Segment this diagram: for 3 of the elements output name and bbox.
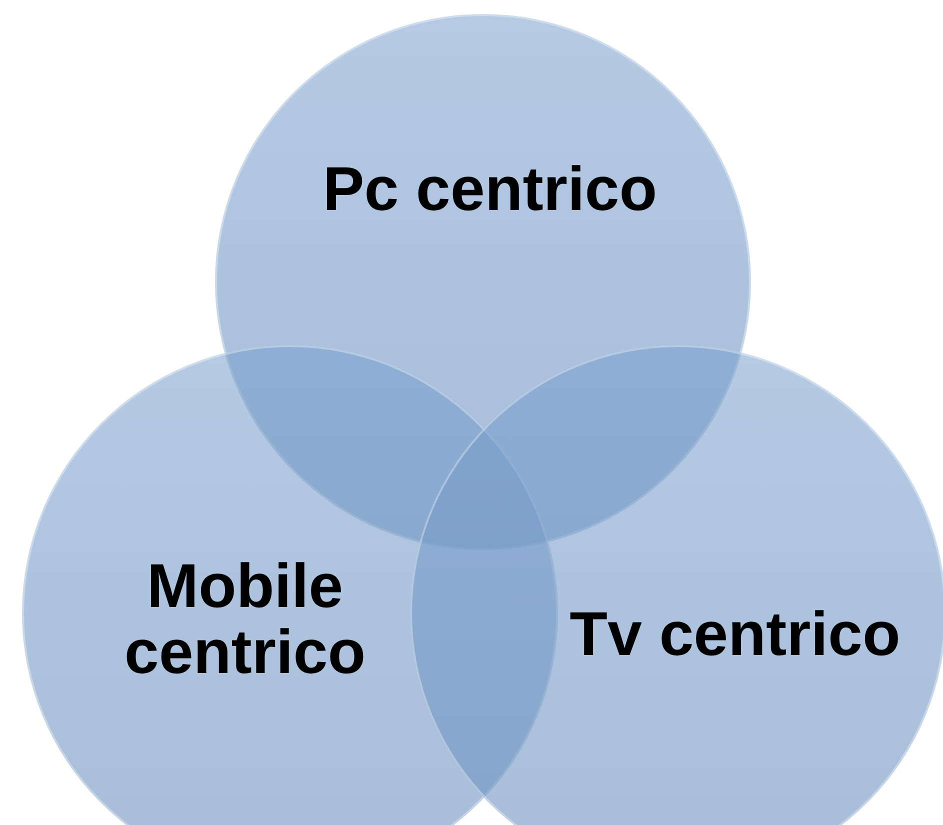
circle-label: Tv centrico [568, 602, 902, 668]
circle-label: Pc centrico [322, 157, 658, 223]
circle-label: Mobile centrico [123, 554, 367, 686]
